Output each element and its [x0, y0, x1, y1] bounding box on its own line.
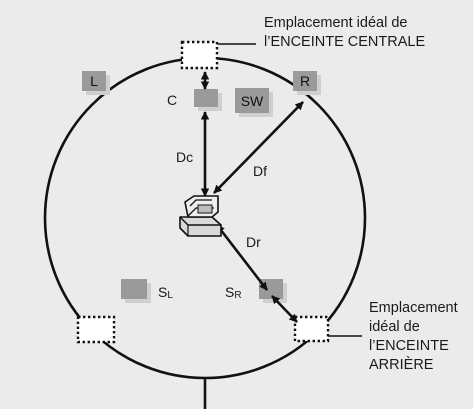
speaker-right-label: R — [300, 73, 310, 89]
speaker-left: L — [82, 71, 110, 95]
ideal-center-note-line-2: l’ENCEINTE CENTRALE — [264, 34, 426, 50]
distance-front-label: Df — [253, 163, 267, 179]
ideal-rear-note-line-2: idéal de — [369, 319, 420, 335]
rear-offset-double-arrow-icon — [271, 295, 298, 323]
speaker-surround-left-label: SL — [158, 284, 173, 301]
ideal-rear-note: Emplacement idéal de l’ENCEINTE ARRIÈRE — [369, 299, 458, 375]
speaker-surround-right — [259, 279, 287, 303]
speaker-center-label: C — [167, 92, 177, 108]
listener-chair-icon — [179, 195, 222, 237]
ideal-rear-right-dotted-box-icon — [293, 315, 330, 343]
speaker-left-label: L — [90, 73, 98, 89]
distance-front-double-arrow-icon — [213, 101, 304, 194]
distance-rear-label: Dr — [246, 234, 261, 250]
speaker-center — [194, 89, 222, 111]
ideal-center-dotted-box-icon — [180, 40, 219, 70]
speaker-subwoofer: SW — [235, 88, 273, 117]
speaker-right: R — [293, 71, 321, 95]
speaker-subwoofer-label: SW — [241, 93, 264, 109]
speaker-surround-left — [121, 279, 151, 303]
distance-rear-double-arrow-icon — [215, 224, 269, 291]
ideal-rear-note-line-4: ARRIÈRE — [369, 357, 434, 373]
ideal-rear-note-line-3: l’ENCEINTE — [369, 338, 449, 354]
distance-center-label: Dc — [176, 149, 193, 165]
ideal-rear-left-dotted-box-icon — [76, 315, 116, 344]
ideal-center-note: Emplacement idéal de l’ENCEINTE CENTRALE — [264, 14, 425, 52]
ideal-rear-note-line-1: Emplacement — [369, 300, 458, 316]
ideal-center-note-line-1: Emplacement idéal de — [264, 15, 408, 31]
speaker-surround-right-label: SR — [225, 284, 242, 301]
